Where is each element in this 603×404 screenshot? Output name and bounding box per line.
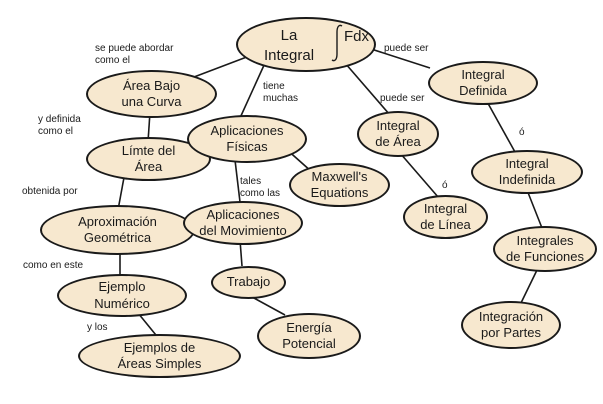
node-integral-de-linea[interactable]: Integral de Línea: [403, 195, 488, 239]
node-maxwells-equations[interactable]: Maxwell's Equations: [289, 163, 390, 207]
node-text: Físicas: [226, 139, 268, 154]
node-trabajo[interactable]: Trabajo: [211, 266, 286, 299]
node-text: Potencial: [282, 336, 336, 351]
node-text: Integrales: [516, 232, 574, 248]
link-label-text: como el: [95, 54, 131, 66]
link-label-text: tiene: [263, 81, 285, 92]
link-label-text: puede ser: [384, 43, 429, 54]
node-aplicaciones-fisicas[interactable]: Aplicaciones Físicas: [187, 115, 307, 163]
node-text: Ejemplo: [98, 279, 146, 295]
link-label-text: como las: [240, 187, 281, 199]
node-text: del Movimiento: [199, 223, 287, 238]
edge-definida-indefinida: [484, 97, 516, 153]
node-aplicaciones-del-movimiento[interactable]: Aplicaciones del Movimiento: [183, 201, 303, 245]
node-area-bajo-una-curva[interactable]: Área Bajo una Curva: [86, 70, 217, 118]
node-text: Equations: [310, 185, 369, 200]
node-ejemplo-numerico[interactable]: Ejemplo Numérico: [57, 274, 187, 317]
node-integral-de-area[interactable]: Integral de Área: [357, 111, 439, 157]
node-text: Geométrica: [83, 230, 152, 245]
node-integral-definida[interactable]: Integral Definida: [428, 61, 538, 105]
node-text: Trabajo: [226, 274, 271, 290]
node-text: Aplicaciones: [206, 206, 280, 222]
link-label-y-los: y los: [87, 322, 108, 334]
node-text: Integral: [423, 200, 468, 216]
node-text: Indefinida: [498, 172, 556, 187]
edge-indefinida-funciones: [526, 189, 543, 229]
node-text: Aplicaciones: [210, 122, 284, 138]
node-integrales-de-funciones[interactable]: Integrales de Funciones: [493, 226, 597, 272]
root-line1: La: [280, 27, 298, 44]
link-label-text: ó: [519, 127, 525, 138]
node-text: de Línea: [420, 217, 471, 232]
node-text: Ejemplos de: [123, 339, 196, 355]
node-text: Integral: [505, 155, 549, 171]
link-label-text: como el: [38, 125, 74, 137]
node-ejemplos-de-areas-simples[interactable]: Ejemplos de Áreas Simples: [78, 334, 241, 378]
node-text: Integral: [376, 117, 420, 133]
node-aproximacion-geometrica[interactable]: Aproximación Geométrica: [40, 205, 195, 255]
node-text: Integral: [461, 66, 505, 82]
link-label-text: tales: [240, 176, 262, 187]
node-text: Energía: [286, 319, 332, 335]
link-label-como-en-este: como en este: [23, 260, 83, 272]
link-label-puede-ser-area: puede ser: [380, 93, 424, 105]
node-text: Área: [134, 159, 163, 174]
link-label-text: se puede abordar: [95, 43, 174, 54]
node-text: de Funciones: [505, 249, 585, 264]
edge-trabajo-energia: [251, 296, 286, 316]
link-label-obtenida-por: obtenida por: [22, 186, 78, 198]
node-energia-potencial[interactable]: Energía Potencial: [257, 313, 361, 359]
edge-aplicaciones-movimiento: [234, 159, 241, 203]
node-text: Maxwell's: [311, 168, 368, 184]
link-label-o-indefinida: ó: [519, 127, 525, 139]
node-text: Aproximación: [78, 213, 157, 229]
link-label-text: puede ser: [380, 93, 425, 104]
link-label-y-definida: y definida como el: [38, 114, 81, 137]
edge-root-definida: [367, 47, 431, 69]
link-label-tiene-muchas: tiene muchas: [263, 81, 298, 104]
edge-funciones-partes: [519, 267, 539, 306]
node-text: de Área: [375, 134, 421, 149]
integral-sign-icon: [331, 24, 343, 62]
link-label-text: ó: [442, 180, 448, 191]
root-expression: Fdx: [344, 28, 370, 45]
node-integral-indefinida[interactable]: Integral Indefinida: [471, 150, 583, 194]
edge-root-aplicaciones: [239, 62, 266, 119]
link-label-text: y los: [87, 322, 108, 333]
root-node-la-integral[interactable]: La Integral Fdx: [236, 17, 376, 72]
link-label-se-puede-abordar: se puede abordar como el: [95, 43, 173, 66]
node-text: Numérico: [94, 295, 150, 311]
node-integracion-por-partes[interactable]: Integración por Partes: [461, 301, 561, 349]
link-label-text: como en este: [23, 260, 84, 271]
link-label-text: obtenida por: [22, 186, 78, 197]
node-text: por Partes: [481, 325, 541, 340]
link-label-text: muchas: [263, 92, 299, 104]
node-text: Límte del: [121, 142, 176, 158]
node-text: Área Bajo: [122, 77, 181, 93]
node-text: Definida: [459, 83, 507, 98]
link-label-tales-como-las: tales como las: [240, 176, 280, 199]
node-text: Integración: [478, 308, 544, 324]
root-line2: Integral: [264, 47, 315, 65]
node-text: Áreas Simples: [117, 356, 202, 371]
edge-root-integral-area: [344, 62, 391, 116]
node-text: una Curva: [121, 94, 182, 109]
link-label-o-linea: ó: [442, 180, 448, 192]
link-label-text: y definida: [38, 114, 81, 125]
link-label-puede-ser-definida: puede ser: [384, 43, 428, 55]
